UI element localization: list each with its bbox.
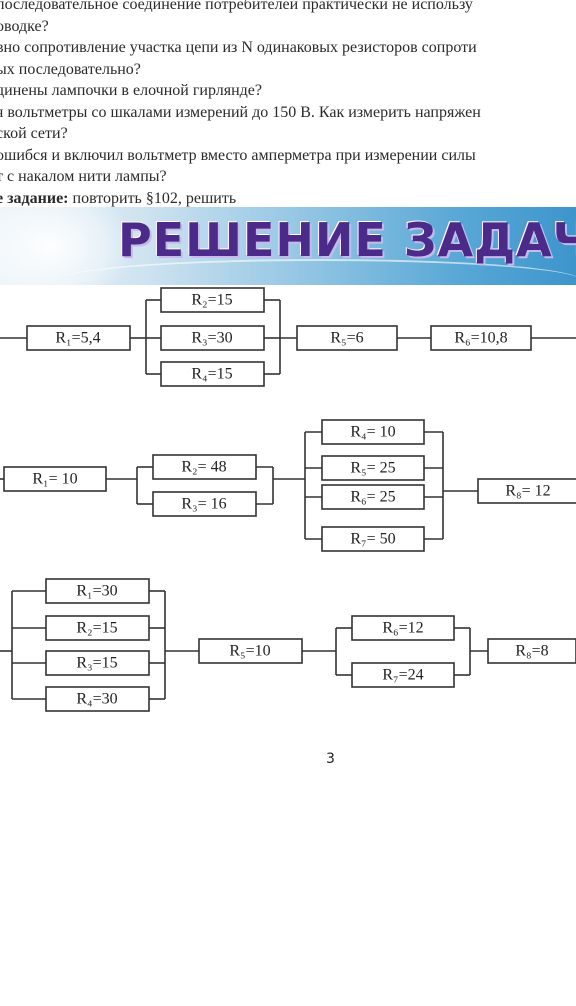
resistor-r8 (487, 638, 576, 664)
circuit-1: R₁=5,4 R₂=15 R₃=30 R₄=15 R₅=6 R₆=10,8 (0, 287, 576, 387)
question-line: вно сопротивление участка цепи из N один… (0, 39, 477, 56)
resistor-r3-label: R₃= 16 (181, 496, 226, 513)
resistor-r3 (152, 491, 257, 517)
resistor-r8 (477, 478, 576, 504)
resistor-r6-label: R₆=12 (382, 620, 423, 637)
resistor-r6-label: R₆=10,8 (454, 330, 507, 347)
resistor-r1 (45, 578, 150, 604)
resistor-r4 (160, 361, 265, 387)
resistor-r1 (3, 466, 107, 492)
resistor-r6 (430, 325, 532, 351)
resistor-r7-label: R₇=24 (382, 667, 423, 684)
resistor-r2-label: R₂=15 (191, 292, 232, 309)
homework-label: е задание: (0, 189, 69, 207)
resistor-r1 (26, 325, 131, 351)
question-line: ской сети? (0, 125, 68, 142)
question-line: ых последовательно? (0, 60, 141, 78)
resistor-r1-label: R₁=5,4 (55, 330, 100, 347)
circuit-2: R₁= 10 R₂= 48 R₃= 16 R₄= 10 R₅= 25 R₆= 2… (0, 419, 576, 552)
resistor-r6-label: R₆= 25 (350, 489, 395, 506)
resistor-r4 (321, 419, 425, 445)
question-line: я вольтметры со шкалами измерений до 150… (0, 103, 481, 121)
resistor-r5 (321, 455, 425, 481)
resistor-r2 (45, 615, 150, 641)
resistor-r8-label: R₈= 12 (505, 483, 550, 500)
resistor-r4 (45, 686, 150, 712)
resistor-r5-label: R₅= 25 (350, 460, 395, 477)
resistor-r3 (160, 325, 265, 351)
circuit-3: R₁=30 R₂=15 R₃=15 R₄=30 R₅=10 R₆=12 R₇=2… (0, 578, 576, 712)
question-line: последовательное соединение потребителей… (0, 0, 473, 13)
questions-text: последовательное соединение потребителей… (0, 0, 576, 209)
resistor-r3 (45, 650, 150, 676)
resistor-r2-label: R₂= 48 (181, 459, 226, 476)
resistor-r2-label: R₂=15 (76, 620, 117, 637)
resistor-r5 (198, 638, 303, 664)
resistor-r4-label: R₄= 10 (350, 424, 395, 441)
banner-wave (60, 259, 576, 285)
banner: РЕШЕНИЕ ЗАДАЧ (0, 207, 576, 285)
resistor-r8-label: R₈=8 (515, 643, 548, 660)
homework-line: е задание: повторить §102, решить (0, 188, 576, 210)
resistor-r6 (321, 484, 425, 510)
resistor-r7 (351, 662, 455, 688)
question-line: ошибся и включил вольтметр вместо амперм… (0, 146, 476, 164)
banner-title: РЕШЕНИЕ ЗАДАЧ (118, 213, 576, 267)
resistor-r2 (152, 454, 257, 480)
resistor-r1-label: R₁= 10 (32, 471, 77, 488)
resistor-r5-label: R₅=10 (229, 643, 270, 660)
homework-text: повторить §102, решить (68, 189, 237, 207)
resistor-r7 (321, 526, 425, 552)
question-line: оводке? (0, 17, 49, 35)
resistor-r6 (351, 615, 455, 641)
question-line: динены лампочки в елочной гирлянде? (0, 82, 262, 99)
resistor-r3-label: R₃=15 (76, 655, 117, 672)
resistor-r4-label: R₄=15 (191, 366, 232, 383)
resistor-r5 (296, 325, 398, 351)
resistor-r3-label: R₃=30 (191, 330, 232, 347)
circuit-diagrams: R₁=5,4 R₂=15 R₃=30 R₄=15 R₅=6 R₆=10,8 (0, 287, 576, 712)
resistor-r1-label: R₁=30 (76, 583, 117, 600)
resistor-r2 (160, 287, 265, 313)
page-number: 3 (326, 751, 335, 767)
resistor-r5-label: R₅=6 (330, 330, 363, 347)
resistor-r4-label: R₄=30 (76, 691, 117, 708)
question-line: т с накалом нити лампы? (0, 168, 167, 185)
resistor-r7-label: R₇= 50 (350, 531, 395, 548)
